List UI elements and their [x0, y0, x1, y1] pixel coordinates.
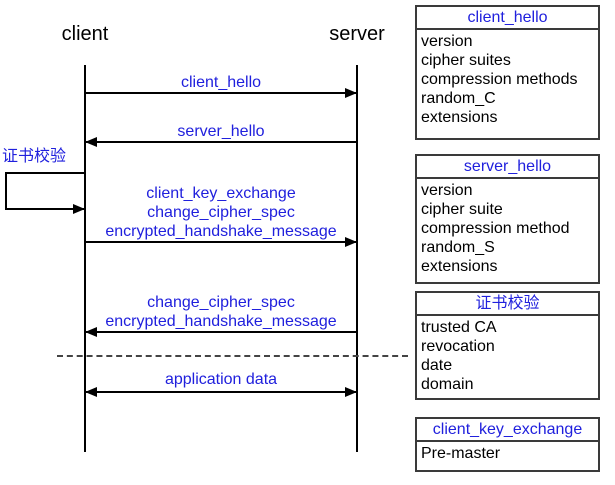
message-label-change-cipher-group: change_cipher_spec encrypted_handshake_m…: [85, 293, 357, 331]
panel-item: revocation: [421, 338, 495, 355]
message-line-text: client_hello: [180, 74, 262, 91]
panel-item: random_C: [421, 90, 496, 107]
handshake-separator-dashed-line: [57, 355, 408, 357]
panel-client-hello: client_hello version cipher suites compr…: [415, 5, 600, 140]
message-label-server-hello: server_hello: [85, 122, 357, 141]
panel-item: Pre-master: [421, 445, 501, 462]
self-action-label: 证书校验: [2, 148, 67, 165]
panel-title: client_key_exchange: [417, 419, 598, 442]
server-lifeline: [356, 65, 358, 452]
panel-item: trusted CA: [421, 319, 497, 336]
panel-item: version: [421, 33, 473, 50]
arrowhead-left-icon: [85, 387, 97, 397]
panel-title: 证书校验: [417, 293, 598, 316]
panel-client-key-exchange: client_key_exchange Pre-master: [415, 417, 600, 472]
panel-body: trusted CA revocation date domain: [417, 316, 598, 396]
panel-certificate-verify: 证书校验 trusted CA revocation date domain: [415, 291, 600, 400]
arrow-client-key-exchange-group: [85, 241, 357, 243]
arrow-change-cipher-group: [85, 331, 357, 333]
panel-title: server_hello: [417, 156, 598, 179]
actor-server-label: server: [329, 23, 385, 45]
panel-item: version: [421, 182, 473, 199]
arrow-client-hello: [85, 92, 357, 94]
message-line-text: server_hello: [177, 123, 265, 140]
panel-server-hello: server_hello version cipher suite compre…: [415, 154, 600, 284]
arrowhead-right-icon: [73, 204, 85, 214]
certificate-verify-loop: [5, 172, 85, 210]
message-line-text: client_key_exchange: [146, 185, 296, 202]
panel-item: extensions: [421, 258, 498, 275]
panel-item: date: [421, 357, 453, 374]
message-line-text: encrypted_handshake_message: [105, 223, 337, 240]
panel-item: cipher suite: [421, 201, 503, 218]
arrowhead-right-icon: [345, 237, 357, 247]
panel-title: client_hello: [417, 7, 598, 30]
panel-item: random_S: [421, 239, 495, 256]
message-line-text: application data: [164, 371, 278, 388]
panel-item: domain: [421, 376, 474, 393]
message-line-text: change_cipher_spec: [147, 294, 295, 311]
arrow-application-data: [85, 391, 357, 393]
panel-item: compression method: [421, 220, 570, 237]
message-label-application-data: application data: [85, 370, 357, 389]
panel-body: version cipher suite compression method …: [417, 179, 598, 278]
panel-item: extensions: [421, 109, 498, 126]
arrowhead-left-icon: [85, 327, 97, 337]
message-label-client-key-exchange-group: client_key_exchange change_cipher_spec e…: [85, 184, 357, 241]
arrowhead-right-icon: [345, 387, 357, 397]
message-label-client-hello: client_hello: [85, 73, 357, 92]
panel-body: Pre-master: [417, 442, 598, 465]
arrowhead-left-icon: [85, 137, 97, 147]
panel-item: cipher suites: [421, 52, 511, 69]
message-line-text: encrypted_handshake_message: [105, 313, 337, 330]
actor-client-label: client: [61, 23, 109, 45]
message-line-text: change_cipher_spec: [147, 204, 295, 221]
arrow-server-hello: [85, 141, 357, 143]
client-lifeline: [84, 65, 86, 452]
panel-item: compression methods: [421, 71, 578, 88]
panel-body: version cipher suites compression method…: [417, 30, 598, 129]
arrowhead-right-icon: [345, 88, 357, 98]
